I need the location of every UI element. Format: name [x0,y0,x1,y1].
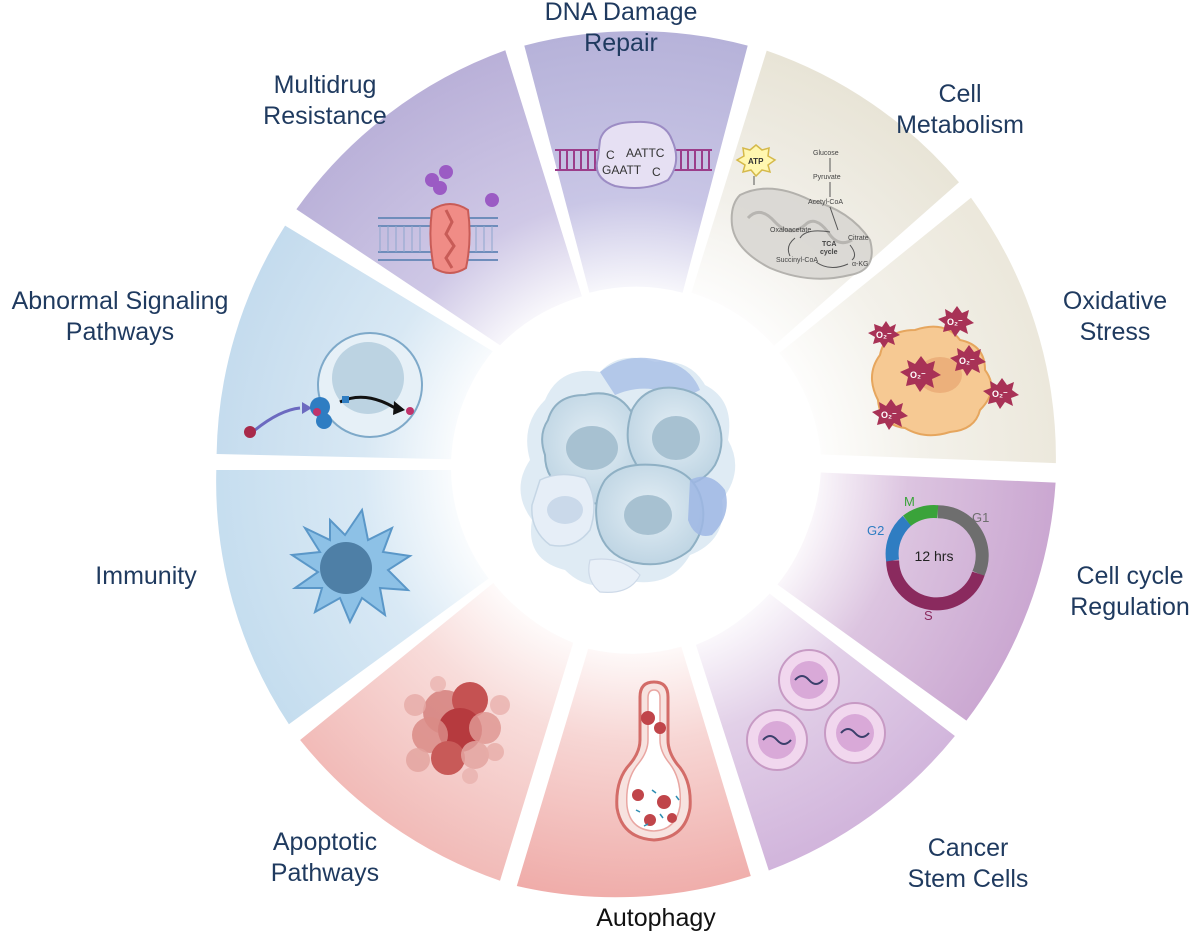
phase-s-arc [886,560,985,611]
dna-top-left: C [606,148,615,162]
label-multidrug-line-2: Resistance [263,102,387,130]
tca-label: TCA [822,241,836,248]
phase-s-label: S [924,608,933,623]
dna-bottom-sequence: GAATT [602,163,642,177]
label-multidrug-line-1: Multidrug [273,71,377,99]
dna-repair-enzyme-icon: C AATTC GAATT C [555,120,712,189]
label-cell-metabolism: Cell Metabolism [880,79,1040,141]
mitochondrion-tca-icon: ATP Glucose Pyruvate Acetyl-CoA Oxaloace… [730,144,873,280]
ros-label-4: O₂⁻ [959,356,975,366]
label-multidrug-resistance: Multidrug Resistance [250,70,400,132]
autophagosome-icon [615,680,692,842]
label-oxidative-line-1: Oxidative [1062,287,1168,315]
phase-m-label: M [904,494,915,509]
label-abnormal-signaling-pathways: Abnormal Signaling Pathways [0,286,240,348]
citrate-label: Citrate [848,235,869,242]
akg-label: α-KG [852,261,869,268]
stem-cells-icon [746,649,886,771]
segment-cell-metabolism [691,50,959,346]
label-signaling-line-1: Abnormal Signaling [11,287,229,315]
label-immunity: Immunity [76,561,216,592]
label-apoptotic-line-2: Pathways [270,859,380,887]
cell-cycle-ring-icon: 12 hrs M G1 G2 S [867,494,989,623]
ros-label-2: O₂⁻ [947,317,963,327]
label-dna-line-1: DNA Damage [544,0,698,26]
label-cancer-stem-cells: Cancer Stem Cells [888,833,1048,895]
pyruvate-label: Pyruvate [813,174,841,181]
phase-g1-label: G1 [972,510,989,525]
label-metabolism-line-2: Metabolism [896,111,1024,139]
label-oxidative-line-2: Stress [1079,318,1151,346]
oxaloacetate-label: Oxaloacetate [770,227,811,234]
acetyl-coa-label: Acetyl-CoA [808,199,843,206]
succinyl-coa-label: Succinyl-CoA [776,257,818,264]
atp-label: ATP [748,157,764,166]
ros-label-1: O₂⁻ [876,330,892,340]
dendritic-cell-icon [289,507,413,625]
label-signaling-line-2: Pathways [65,318,175,346]
label-cell-cycle-line-2: Regulation [1070,593,1190,621]
cycle-duration: 12 hrs [915,548,954,564]
phase-g2-arc [885,515,912,562]
label-metabolism-line-1: Cell [938,80,982,108]
label-cell-cycle-line-1: Cell cycle [1076,562,1184,590]
label-dna-line-2: Repair [584,29,658,57]
label-immunity-line-1: Immunity [95,562,197,590]
phase-g1-arc [937,505,989,577]
label-apoptotic-pathways: Apoptotic Pathways [250,827,400,889]
label-oxidative-stress: Oxidative Stress [1050,286,1180,348]
dna-bottom-right: C [652,165,661,179]
ros-label-3: O₂⁻ [910,370,926,380]
label-cell-cycle-regulation: Cell cycle Regulation [1062,561,1198,623]
cell-ros-icon: O₂⁻ O₂⁻ O₂⁻ O₂⁻ O₂⁻ O₂⁻ [868,306,1019,437]
efflux-pump-icon [378,165,499,274]
tumor-cell-cluster-icon [520,357,736,593]
phase-g2-label: G2 [867,523,884,538]
label-stem-line-2: Stem Cells [907,865,1029,893]
label-dna-damage-repair: DNA Damage Repair [526,0,716,59]
cycle-label: cycle [820,249,838,256]
ros-label-5: O₂⁻ [992,389,1008,399]
dna-top-sequence: AATTC [626,146,665,160]
apoptotic-cell-icon [404,676,510,784]
label-autophagy: Autophagy [576,903,736,934]
label-stem-line-1: Cancer [927,834,1009,862]
glucose-label: Glucose [813,150,839,157]
segment-multidrug-resistance [296,50,582,346]
phase-m-arc [903,505,939,527]
ros-label-6: O₂⁻ [881,410,897,420]
label-apoptotic-line-1: Apoptotic [272,828,378,856]
signaling-receptor-icon [244,332,423,438]
label-autophagy-line-1: Autophagy [596,904,716,932]
